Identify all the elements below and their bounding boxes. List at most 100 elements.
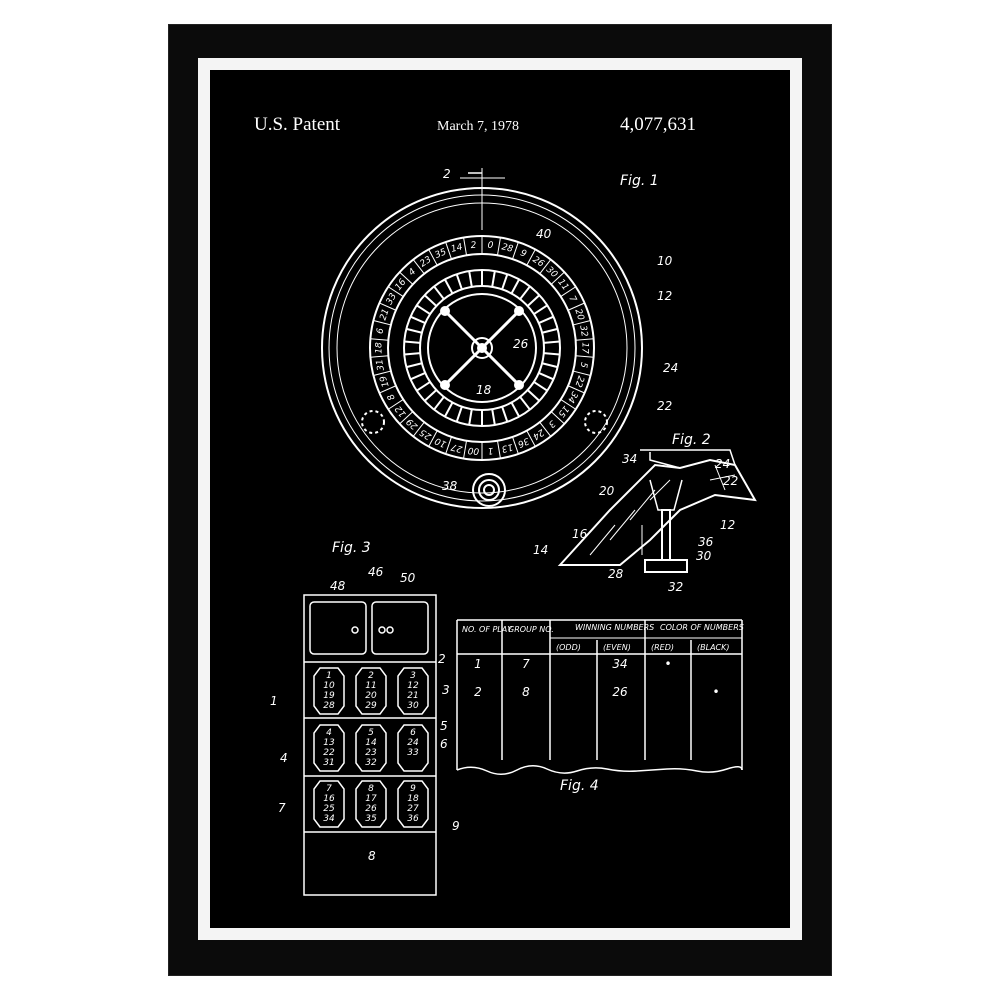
ref-numeral: 7 (278, 801, 286, 815)
pocket-divider (550, 411, 565, 425)
pocket-number: 7 (566, 294, 578, 304)
cell-number: 17 (365, 794, 377, 804)
pocket-number: 14 (450, 242, 464, 255)
table-subheader: (ODD) (556, 643, 581, 652)
table-cell: 34 (612, 657, 627, 671)
pocket-number: 36 (516, 435, 531, 449)
cell-number: 35 (365, 814, 377, 824)
table-cell: 7 (522, 657, 530, 671)
cell-number: 34 (323, 814, 335, 824)
ref-numeral: 30 (696, 549, 712, 563)
ref-numeral: 46 (368, 565, 384, 579)
cell-number: 11 (365, 681, 376, 691)
ref-numeral: 48 (330, 579, 346, 593)
ref-numeral: 22 (657, 399, 672, 413)
ref-numeral: 34 (622, 452, 637, 466)
cell-number: 13 (323, 738, 335, 748)
table-cell: 8 (522, 685, 530, 699)
cell-number: 5 (368, 728, 374, 738)
table-cell: • (712, 685, 719, 699)
pocket-divider (560, 286, 577, 298)
cell-number: 24 (407, 738, 419, 748)
card-cell (355, 724, 387, 772)
ref-numeral: 36 (698, 535, 714, 549)
card-cell (313, 667, 345, 715)
pocket-number: 10 (433, 435, 448, 449)
card-cell (355, 667, 387, 715)
pocket-divider (512, 241, 519, 260)
pocket-divider (428, 430, 438, 447)
fig1-caption: Fig. 1 (620, 173, 659, 189)
cell-number: 25 (323, 804, 335, 814)
cell-number: 21 (407, 691, 418, 701)
table-header: WINNING NUMBERS (575, 623, 654, 632)
table-cell: 2 (474, 685, 482, 699)
pocket-number: 00 (467, 445, 480, 456)
cell-number: 19 (323, 691, 335, 701)
table-header: COLOR OF NUMBERS (660, 623, 744, 632)
ref-numeral: 9 (452, 819, 460, 833)
ref-numeral: 8 (368, 849, 376, 863)
ref-numeral: 38 (442, 479, 458, 493)
cell-number: 4 (326, 728, 332, 738)
table-cell: • (664, 657, 671, 671)
pocket-number: 33 (385, 292, 399, 307)
patent-drawing: U.S. Patent March 7, 1978 4,077,631 (210, 70, 790, 928)
pocket-number: 25 (418, 426, 433, 441)
ref-numeral: 28 (608, 567, 624, 581)
pocket-number: 26 (531, 255, 546, 270)
pocket-divider (567, 302, 585, 311)
roulette-wheel-figure (321, 168, 643, 509)
cross-section-figure (557, 449, 757, 573)
card-outline (303, 594, 437, 896)
ref-numeral: 18 (476, 383, 492, 397)
cell-number: 1 (326, 671, 332, 681)
pocket-divider (526, 249, 536, 266)
pocket-number: 32 (577, 325, 589, 338)
pocket-number: 22 (572, 374, 585, 388)
pocket-number: 5 (578, 361, 589, 369)
cell-number: 3 (410, 671, 416, 681)
pocket-divider (387, 398, 404, 410)
pocket-divider (463, 237, 468, 256)
pocket-number: 24 (530, 426, 545, 441)
ref-numeral: 16 (572, 527, 588, 541)
pocket-number: 0 (487, 241, 494, 251)
patent-title: U.S. Patent (254, 114, 341, 135)
pocket-divider (373, 370, 391, 376)
pocket-divider (496, 237, 501, 256)
ref-numeral: 2 (443, 167, 451, 181)
cell-number: 6 (410, 728, 416, 738)
pocket-divider (539, 421, 552, 437)
pocket-number: 21 (378, 308, 391, 322)
patent-number: 4,077,631 (620, 114, 696, 135)
ref-numeral: 12 (720, 518, 735, 532)
ref-numeral: 32 (668, 580, 683, 594)
pocket-number: 15 (555, 403, 570, 418)
pocket-divider (496, 440, 501, 459)
pocket-divider (526, 430, 536, 447)
cell-number: 12 (407, 681, 419, 691)
pocket-divider (573, 370, 591, 376)
pocket-number: 19 (378, 374, 391, 388)
cell-number: 23 (365, 748, 377, 758)
ref-numeral: 24 (715, 457, 730, 471)
ref-numeral: 12 (657, 289, 672, 303)
pocket-number: 13 (500, 441, 514, 454)
ref-numeral: 6 (440, 737, 448, 751)
pocket-divider (512, 436, 519, 455)
pocket-divider (445, 436, 452, 455)
table-subheader: (BLACK) (697, 643, 730, 652)
cell-number: 14 (365, 738, 377, 748)
fig4-caption: Fig. 4 (560, 778, 599, 794)
pocket-number: 6 (375, 327, 386, 335)
cell-number: 16 (323, 794, 335, 804)
pocket-number: 35 (434, 247, 449, 261)
pocket-divider (373, 320, 391, 326)
pocket-divider (567, 385, 585, 394)
cell-number: 7 (326, 784, 332, 794)
pocket-number: 16 (394, 277, 409, 292)
cell-number: 8 (368, 784, 374, 794)
pocket-divider (428, 249, 438, 266)
ref-numeral: 20 (599, 484, 615, 498)
